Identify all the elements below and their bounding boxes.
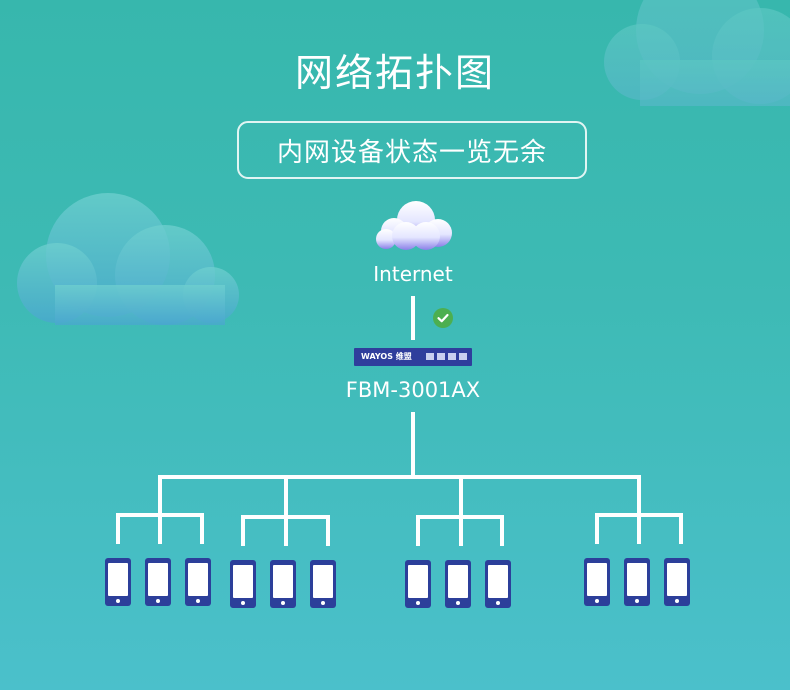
router-icon: WAYOS 维盟 [354, 348, 472, 366]
smartphone-icon [624, 558, 650, 606]
smartphone-icon [310, 560, 336, 608]
smartphone-icon [270, 560, 296, 608]
smartphone-icon [145, 558, 171, 606]
device-model-label: FBM-3001AX [345, 378, 481, 402]
smartphone-icon [445, 560, 471, 608]
router-ports [426, 353, 467, 360]
smartphone-icon [584, 558, 610, 606]
smartphone-icon [485, 560, 511, 608]
smartphone-icon [230, 560, 256, 608]
cloud-icon [376, 201, 452, 250]
router-brand-label: WAYOS 维盟 [361, 352, 412, 361]
page-title: 网络拓扑图 [294, 51, 495, 95]
subtitle-text: 内网设备状态一览无余 [276, 137, 547, 168]
smartphone-icon [664, 558, 690, 606]
check-circle-icon [433, 308, 453, 328]
subtitle-box: 内网设备状态一览无余 [237, 121, 587, 179]
smartphone-icon [105, 558, 131, 606]
internet-label: Internet [373, 262, 453, 286]
smartphone-icon [405, 560, 431, 608]
smartphone-icon [185, 558, 211, 606]
